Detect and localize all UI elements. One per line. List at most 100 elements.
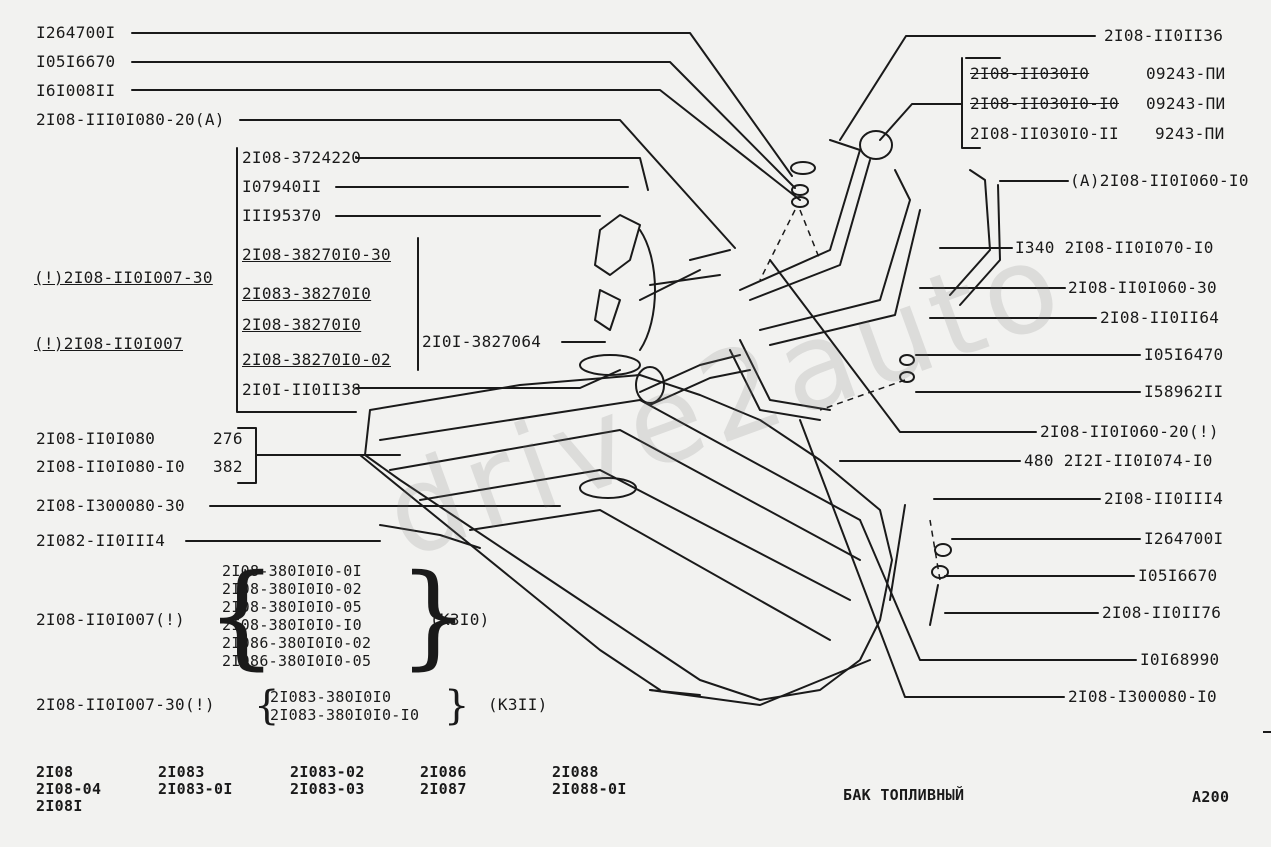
model-code: 2I086 — [420, 763, 467, 781]
filler-pipe-1 — [639, 354, 741, 393]
return-hose — [379, 524, 481, 549]
label-l14: (!)2I08-II0I007 — [34, 334, 183, 353]
label-l3: I6I008II — [36, 81, 116, 100]
dash-2 — [799, 209, 821, 261]
model-code: 2I088 — [552, 763, 599, 781]
label-r2b-code: 09243-ПИ — [1146, 94, 1226, 113]
hose-2 — [749, 159, 871, 301]
tank-rib-4 — [469, 509, 831, 641]
filler-neck — [635, 366, 665, 404]
leader-l1 — [131, 32, 793, 177]
hose-11 — [649, 274, 721, 286]
label-r7: I05I6470 — [1144, 345, 1224, 364]
label-r1: 2I08-II0II36 — [1104, 26, 1224, 45]
label-r4: I340 2I08-II0I070-I0 — [1015, 238, 1214, 257]
washer-r7 — [899, 354, 915, 366]
footer-models-col4: 2I086 2I087 — [420, 764, 467, 798]
lower-strap — [649, 689, 701, 696]
label-r10: 480 2I2I-II0I074-I0 — [1024, 451, 1213, 470]
hose-7 — [739, 339, 831, 411]
model-code: 2I083-0I — [158, 780, 233, 798]
leader-l12 — [355, 369, 621, 389]
hose-1 — [739, 139, 861, 291]
hose-10 — [639, 269, 701, 301]
hose-8 — [729, 349, 821, 421]
hose-5 — [949, 169, 991, 296]
leader-l5 — [355, 157, 649, 191]
tank-outline — [364, 374, 893, 701]
footer-models-col3: 2I083-02 2I083-03 — [290, 764, 365, 798]
label-l23: 2I08-II0I007-30(!) — [36, 695, 215, 714]
label-l1: I264700I — [36, 23, 116, 42]
k310-item: 2I08-380I0I0-I0 — [222, 616, 362, 634]
hose-9 — [689, 249, 731, 261]
label-r6: 2I08-II0II64 — [1100, 308, 1220, 327]
label-r2c: 2I08-II030I0-II — [970, 124, 1119, 143]
pump-body — [594, 214, 641, 276]
washer-3 — [791, 196, 809, 208]
k310-tag: (K3I0) — [430, 610, 490, 629]
label-r8: I58962II — [1144, 382, 1224, 401]
cap — [859, 130, 893, 160]
leader-r1 — [839, 35, 1096, 141]
pump-flange — [579, 477, 637, 499]
k311-item: 2I083-380I0I0 — [270, 688, 392, 706]
model-code: 2I083-03 — [290, 780, 365, 798]
hose-3 — [759, 169, 911, 331]
footer-models-col5: 2I088 2I088-0I — [552, 764, 627, 798]
k310-item: 2I08-380I0I0-0I — [222, 562, 362, 580]
brace-k311-left: { — [254, 683, 280, 729]
model-code: 2I083 — [158, 763, 205, 781]
label-l8: 2I08-38270I0-30 — [242, 245, 391, 264]
label-r15: I0I68990 — [1140, 650, 1220, 669]
label-l6: I07940II — [242, 177, 322, 196]
model-code: 2I08I — [36, 797, 83, 815]
group-k310-list: 2I08-380I0I0-0I 2I08-380I0I0-02 2I08-380… — [222, 562, 371, 670]
label-l15: 2I0I-3827064 — [422, 332, 542, 351]
label-r2a-code: 09243-ПИ — [1146, 64, 1226, 83]
leader-r16 — [799, 419, 1065, 698]
brace-k310-left: { — [206, 551, 278, 681]
model-code: 2I08-04 — [36, 780, 102, 798]
label-l5: 2I08-3724220 — [242, 148, 362, 167]
brace-k311-right: } — [444, 683, 470, 729]
diagram-title: БАК ТОПЛИВНЫЙ — [843, 786, 965, 804]
bracket-left — [236, 147, 357, 413]
label-r13: I05I6670 — [1138, 566, 1218, 585]
bracket-strap — [889, 504, 906, 601]
brace-k310-right: } — [398, 551, 470, 681]
label-r11: 2I08-II0III4 — [1104, 489, 1224, 508]
footer-models-col1: 2I08 2I08-04 2I08I — [36, 764, 101, 815]
model-code: 2I08 — [36, 763, 74, 781]
label-r2b: 2I08-II030I0-I0 — [970, 94, 1119, 113]
k311-tag: (K3II) — [488, 695, 548, 714]
model-code: 2I088-0I — [552, 780, 627, 798]
washer-r8 — [899, 371, 915, 383]
leader-r15 — [859, 519, 1137, 661]
leader-l4 — [239, 119, 736, 249]
label-r2a: 2I08-II030I0 — [970, 64, 1090, 83]
hose-6 — [959, 184, 1001, 306]
washer-2 — [791, 184, 809, 196]
footer-models-col2: 2I083 2I083-0I — [158, 764, 233, 798]
pump-wire — [639, 229, 656, 351]
label-l10: 2I08-38270I0 — [242, 315, 362, 334]
tank-rib-3 — [419, 469, 851, 601]
filler-pipe-2 — [649, 369, 751, 406]
label-l18: 2I08-II0I080-I0 — [36, 457, 185, 476]
bolt — [929, 584, 939, 626]
k310-item: 2I086-380I0I0-05 — [222, 652, 372, 670]
model-code: 2I087 — [420, 780, 467, 798]
leader-l2 — [131, 61, 796, 189]
label-r9: 2I08-II0I060-20(!) — [1040, 422, 1219, 441]
k310-item: 2I08-380I0I0-02 — [222, 580, 362, 598]
bracket-276 — [237, 427, 257, 484]
label-r16: 2I08-I300080-I0 — [1068, 687, 1217, 706]
label-l17: 276 — [213, 429, 243, 448]
label-l19: 382 — [213, 457, 243, 476]
label-l4: 2I08-III0I080-20(A) — [36, 110, 225, 129]
label-r5: 2I08-II0I060-30 — [1068, 278, 1217, 297]
k311-item: 2I083-380I0I0-I0 — [270, 706, 420, 724]
group-k311-list: 2I083-380I0I0 2I083-380I0I0-I0 — [270, 688, 419, 724]
